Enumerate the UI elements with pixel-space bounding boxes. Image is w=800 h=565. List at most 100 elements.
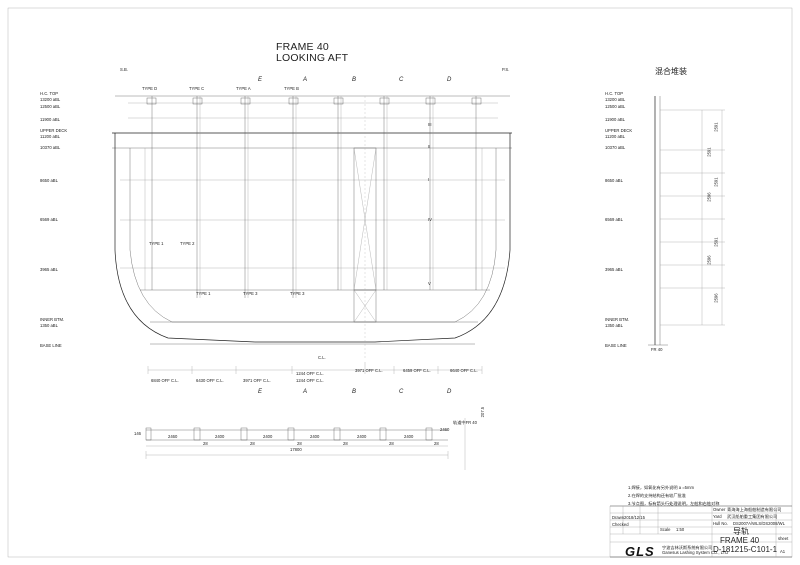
frame-mark-top-a: A [303,77,308,83]
level-name: INNER BTM. [605,317,630,322]
frame-mark-top-b: B [352,77,357,83]
guide-heads [146,97,482,105]
hull-value: DS2007A/WLS/DS2008/WL [733,521,785,526]
type-label-1b: TYPE 1 [196,291,211,296]
level-value: 3965 aBL [605,267,623,272]
rail-spacing: 2400 [404,434,414,439]
side-dim: 2591 [713,177,719,187]
company-cn: 宁波吉林沃斯系统有限公司 [662,545,713,550]
level-value: 1350 aBL [605,323,623,328]
frame-mark-bottom-d: D [447,389,452,395]
level-value: 3965 aBL [40,267,58,272]
drawing-title-cn: 导轨 [733,527,749,536]
drawn-date: 2018/12/15 [624,515,645,520]
hull-label: Hull No. [713,521,728,526]
rail-spacing: 2400 [310,434,320,439]
level-name: INNER BTM. [40,317,65,322]
offset-dimension-lines [147,362,483,374]
yard-value: 武汉船舶重工集团有限公司 [727,514,778,519]
frame-mark-bottom-a: A [303,389,308,395]
stack-elevation [648,96,725,346]
type-label-a: TYPE A [236,86,251,91]
offset-label: 3971 OFF C.L. [243,378,271,383]
level-value: 11200 aBL [605,134,625,139]
rail-note: 轨道中FR 40 [453,420,477,425]
side-dim: 2591 [713,122,719,132]
type-label-c: TYPE C [189,86,205,91]
frame-mark-bottom-b: B [352,389,357,395]
type-label-3a: TYPE 3 [243,291,258,296]
side-dim: 2591 [706,147,712,157]
offset-label: 1244 OFF C.L. [296,378,324,383]
rail-spacing: 2400 [215,434,225,439]
sheet-label: sheet [778,536,789,541]
rail-spacing: 2460 [168,434,178,439]
frame-mark-bottom-e: E [258,389,263,395]
drawing-number: D-181215-C101-1 [713,545,778,554]
level-value: 11900 aBL [40,117,60,122]
level-name: BASE LINE [40,343,62,348]
scale-value: 1:50 [676,527,685,532]
gls-logo: GLS [625,544,655,559]
side-dim: 2596 [706,192,712,202]
tier-mark-i: I [428,177,430,182]
offset-label: 6430 OFF C.L. [196,378,224,383]
rail-spacing: 2460 [440,427,450,432]
rail-total-dim: 17800 [290,447,302,452]
offset-label: 6640 OFF C.L. [450,368,478,373]
type-label-3b: TYPE 3 [290,291,305,296]
offset-label: 6459 OFF C.L. [403,368,431,373]
level-value: 10370 aBL [40,145,61,150]
rail-height: 207.5 [480,406,486,418]
company-en: Ganesus Lashing System CO., LTD [662,550,729,555]
side-dim: 2591 [713,237,719,247]
rail-small: 28 [434,441,439,446]
side-label-right: P.S. [502,67,510,72]
scale-label: Scale [660,527,671,532]
sheet-border [7,7,793,558]
rail-small: 28 [389,441,394,446]
level-value: 6569 aBL [605,217,623,222]
tier-mark-iv: IV [428,217,432,222]
rail-small: 28 [297,441,302,446]
level-name: H.C. TOP [605,91,623,96]
frame-mark-bottom-c: C [399,389,404,395]
inner-hull [129,148,497,323]
owner-value: 青海海上海船舶制造有限公司 [727,507,782,512]
rail-spacing: 2400 [263,434,273,439]
level-value: 11900 aBL [605,117,625,122]
level-value: 8650 aBL [605,178,623,183]
rail-spacing: 2400 [357,434,367,439]
frame-ref: FR 40 [651,347,663,352]
rail-small: 28 [203,441,208,446]
note-item: 3.节点图，标有箭头行处理说明，左舷和右舷对称 [628,501,720,506]
frame-mark-top-c: C [399,77,404,83]
centerline-label: C.L. [318,355,326,360]
level-value: 1350 aBL [40,323,58,328]
side-label-left: S.B. [120,67,128,72]
type-label-2: TYPE 2 [180,241,195,246]
type-label-b: TYPE B [284,86,299,91]
drawn-label: Drawn [612,515,625,520]
rail-left-dim: 146 [134,431,141,436]
type-label-1a: TYPE 1 [149,241,164,246]
hull-outline [114,133,511,343]
tier-mark-ii: II [428,144,431,149]
level-value: 11200 aBL [40,134,60,139]
side-dim: 2596 [706,255,712,265]
checked-label: Checked [612,522,629,527]
rail-small: 28 [343,441,348,446]
drawing-title-en: FRAME 40 [720,536,760,545]
drawing-title-line2: LOOKING AFT [276,52,349,64]
level-value: 10370 aBL [605,145,626,150]
level-name: UPPER DECK [605,128,633,133]
level-name: UPPER DECK [40,128,68,133]
level-value: 13200 aBL [40,97,61,102]
sheet-size: A1 [780,549,786,554]
level-name: BASE LINE [605,343,627,348]
rail-small: 28 [250,441,255,446]
frame-mark-top-d: D [447,77,452,83]
level-value: 13200 aBL [605,97,626,102]
level-value: 6569 aBL [40,217,58,222]
